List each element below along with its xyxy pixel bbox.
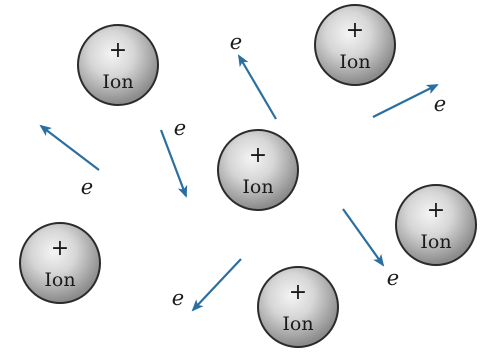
ion-sphere bbox=[395, 184, 477, 266]
velocity-arrow bbox=[191, 258, 242, 312]
electron-bottom: e bbox=[172, 258, 242, 312]
electron-label: e bbox=[230, 30, 242, 54]
ion-label: Ion bbox=[339, 51, 370, 73]
ion-label: Ion bbox=[44, 269, 75, 291]
ion-plus-sign: + bbox=[427, 198, 445, 223]
ion-plus-sign: + bbox=[249, 143, 267, 168]
ion-plus-sign: + bbox=[346, 18, 364, 43]
electron-label: e bbox=[434, 92, 446, 116]
velocity-arrow bbox=[342, 208, 385, 267]
electron-left: e bbox=[39, 124, 100, 199]
electron-top: e bbox=[230, 30, 277, 120]
velocity-arrow bbox=[159, 129, 188, 198]
electron-label: e bbox=[172, 286, 184, 310]
ion-plus-sign: + bbox=[109, 38, 127, 63]
electron-upper-left: e bbox=[159, 116, 188, 198]
ion-sphere bbox=[314, 4, 396, 86]
electron-label: e bbox=[174, 116, 186, 140]
ion-center: + Ion bbox=[217, 129, 299, 211]
velocity-arrow bbox=[237, 54, 277, 120]
ion-label: Ion bbox=[420, 231, 451, 253]
velocity-arrow bbox=[39, 124, 100, 171]
velocity-arrow bbox=[372, 84, 439, 118]
electron-lower-right: e bbox=[342, 208, 399, 290]
ion-sphere bbox=[77, 24, 159, 106]
ion-sphere bbox=[19, 222, 101, 304]
electron-label: e bbox=[81, 175, 93, 199]
ion-label: Ion bbox=[282, 313, 313, 335]
electron-upper-right: e bbox=[372, 84, 446, 118]
ion-right: + Ion bbox=[395, 184, 477, 266]
ion-plus-sign: + bbox=[51, 236, 69, 261]
ion-sphere bbox=[257, 266, 339, 348]
ion-bottom-left: + Ion bbox=[19, 222, 101, 304]
ion-label: Ion bbox=[102, 71, 133, 93]
ion-top-right: + Ion bbox=[314, 4, 396, 86]
ion-label: Ion bbox=[242, 176, 273, 198]
ion-sphere bbox=[217, 129, 299, 211]
electron-label: e bbox=[387, 266, 399, 290]
ion-bottom-center: + Ion bbox=[257, 266, 339, 348]
ion-plus-sign: + bbox=[289, 280, 307, 305]
ion-top-left: + Ion bbox=[77, 24, 159, 106]
